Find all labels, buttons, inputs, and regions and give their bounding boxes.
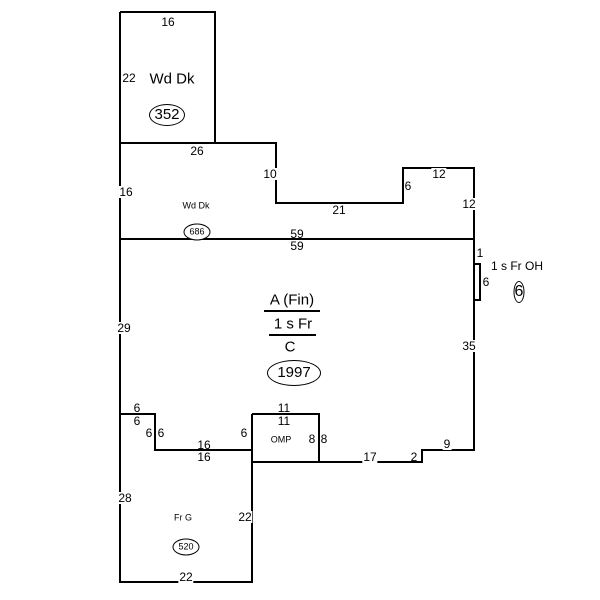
- dim-label: 6: [133, 401, 141, 415]
- overhang-box: [474, 263, 481, 301]
- main-story-label: 1 s Fr: [273, 315, 313, 333]
- dim-label: 6: [145, 426, 153, 440]
- dim-label: 11: [277, 401, 291, 415]
- area-label-garage: Fr G: [174, 512, 192, 523]
- dim-label: 22: [178, 570, 194, 584]
- area-value-top-deck: 352: [149, 104, 185, 126]
- dim-label: 22: [122, 71, 136, 85]
- area-label-top-deck: Wd Dk: [149, 70, 195, 88]
- dim-label: 35: [461, 339, 477, 353]
- dim-label: 59: [290, 239, 304, 253]
- left-wall: [119, 12, 253, 583]
- dim-label: 6: [157, 426, 165, 440]
- dim-label: 9: [442, 437, 452, 451]
- dim-label: 6: [482, 275, 490, 289]
- dim-label: 11: [277, 414, 291, 428]
- dim-label: 22: [237, 510, 253, 524]
- dim-label: 16: [160, 15, 176, 29]
- dim-label: 1: [476, 246, 484, 260]
- dim-label: 16: [197, 438, 211, 452]
- area-value-main: 1997: [267, 360, 321, 386]
- dim-label: 6: [404, 179, 412, 193]
- dim-label: 8: [320, 432, 328, 446]
- dim-label: 21: [331, 203, 347, 217]
- dim-label: 2: [410, 450, 418, 464]
- dim-label: 12: [431, 167, 447, 181]
- dim-label: 59: [290, 227, 304, 241]
- top-deck-outline: [120, 11, 216, 143]
- main-class-label: C: [284, 338, 296, 356]
- dim-label: 28: [117, 491, 133, 505]
- dim-label: 12: [461, 197, 477, 211]
- area-label-mid-deck: Wd Dk: [182, 200, 210, 211]
- dim-label: 10: [262, 167, 278, 181]
- dim-label: 29: [116, 321, 132, 335]
- area-label-porch: OMP: [270, 434, 292, 445]
- area-label-overhang: 1 s Fr OH: [490, 259, 544, 273]
- dim-label: 8: [308, 432, 316, 446]
- dim-label: 26: [189, 144, 205, 158]
- area-value-mid-deck: 686: [183, 223, 211, 241]
- porch-outline: [252, 413, 320, 462]
- main-grade-label: A (Fin): [269, 291, 315, 309]
- dim-label: 17: [362, 450, 378, 464]
- dim-label: 16: [118, 185, 134, 199]
- area-value-overhang: 6: [513, 281, 525, 303]
- step-notch: [120, 413, 252, 451]
- dim-label: 16: [197, 450, 211, 464]
- dim-label: 6: [133, 414, 141, 428]
- area-value-garage: 520: [172, 538, 200, 556]
- dim-label: 6: [240, 426, 248, 440]
